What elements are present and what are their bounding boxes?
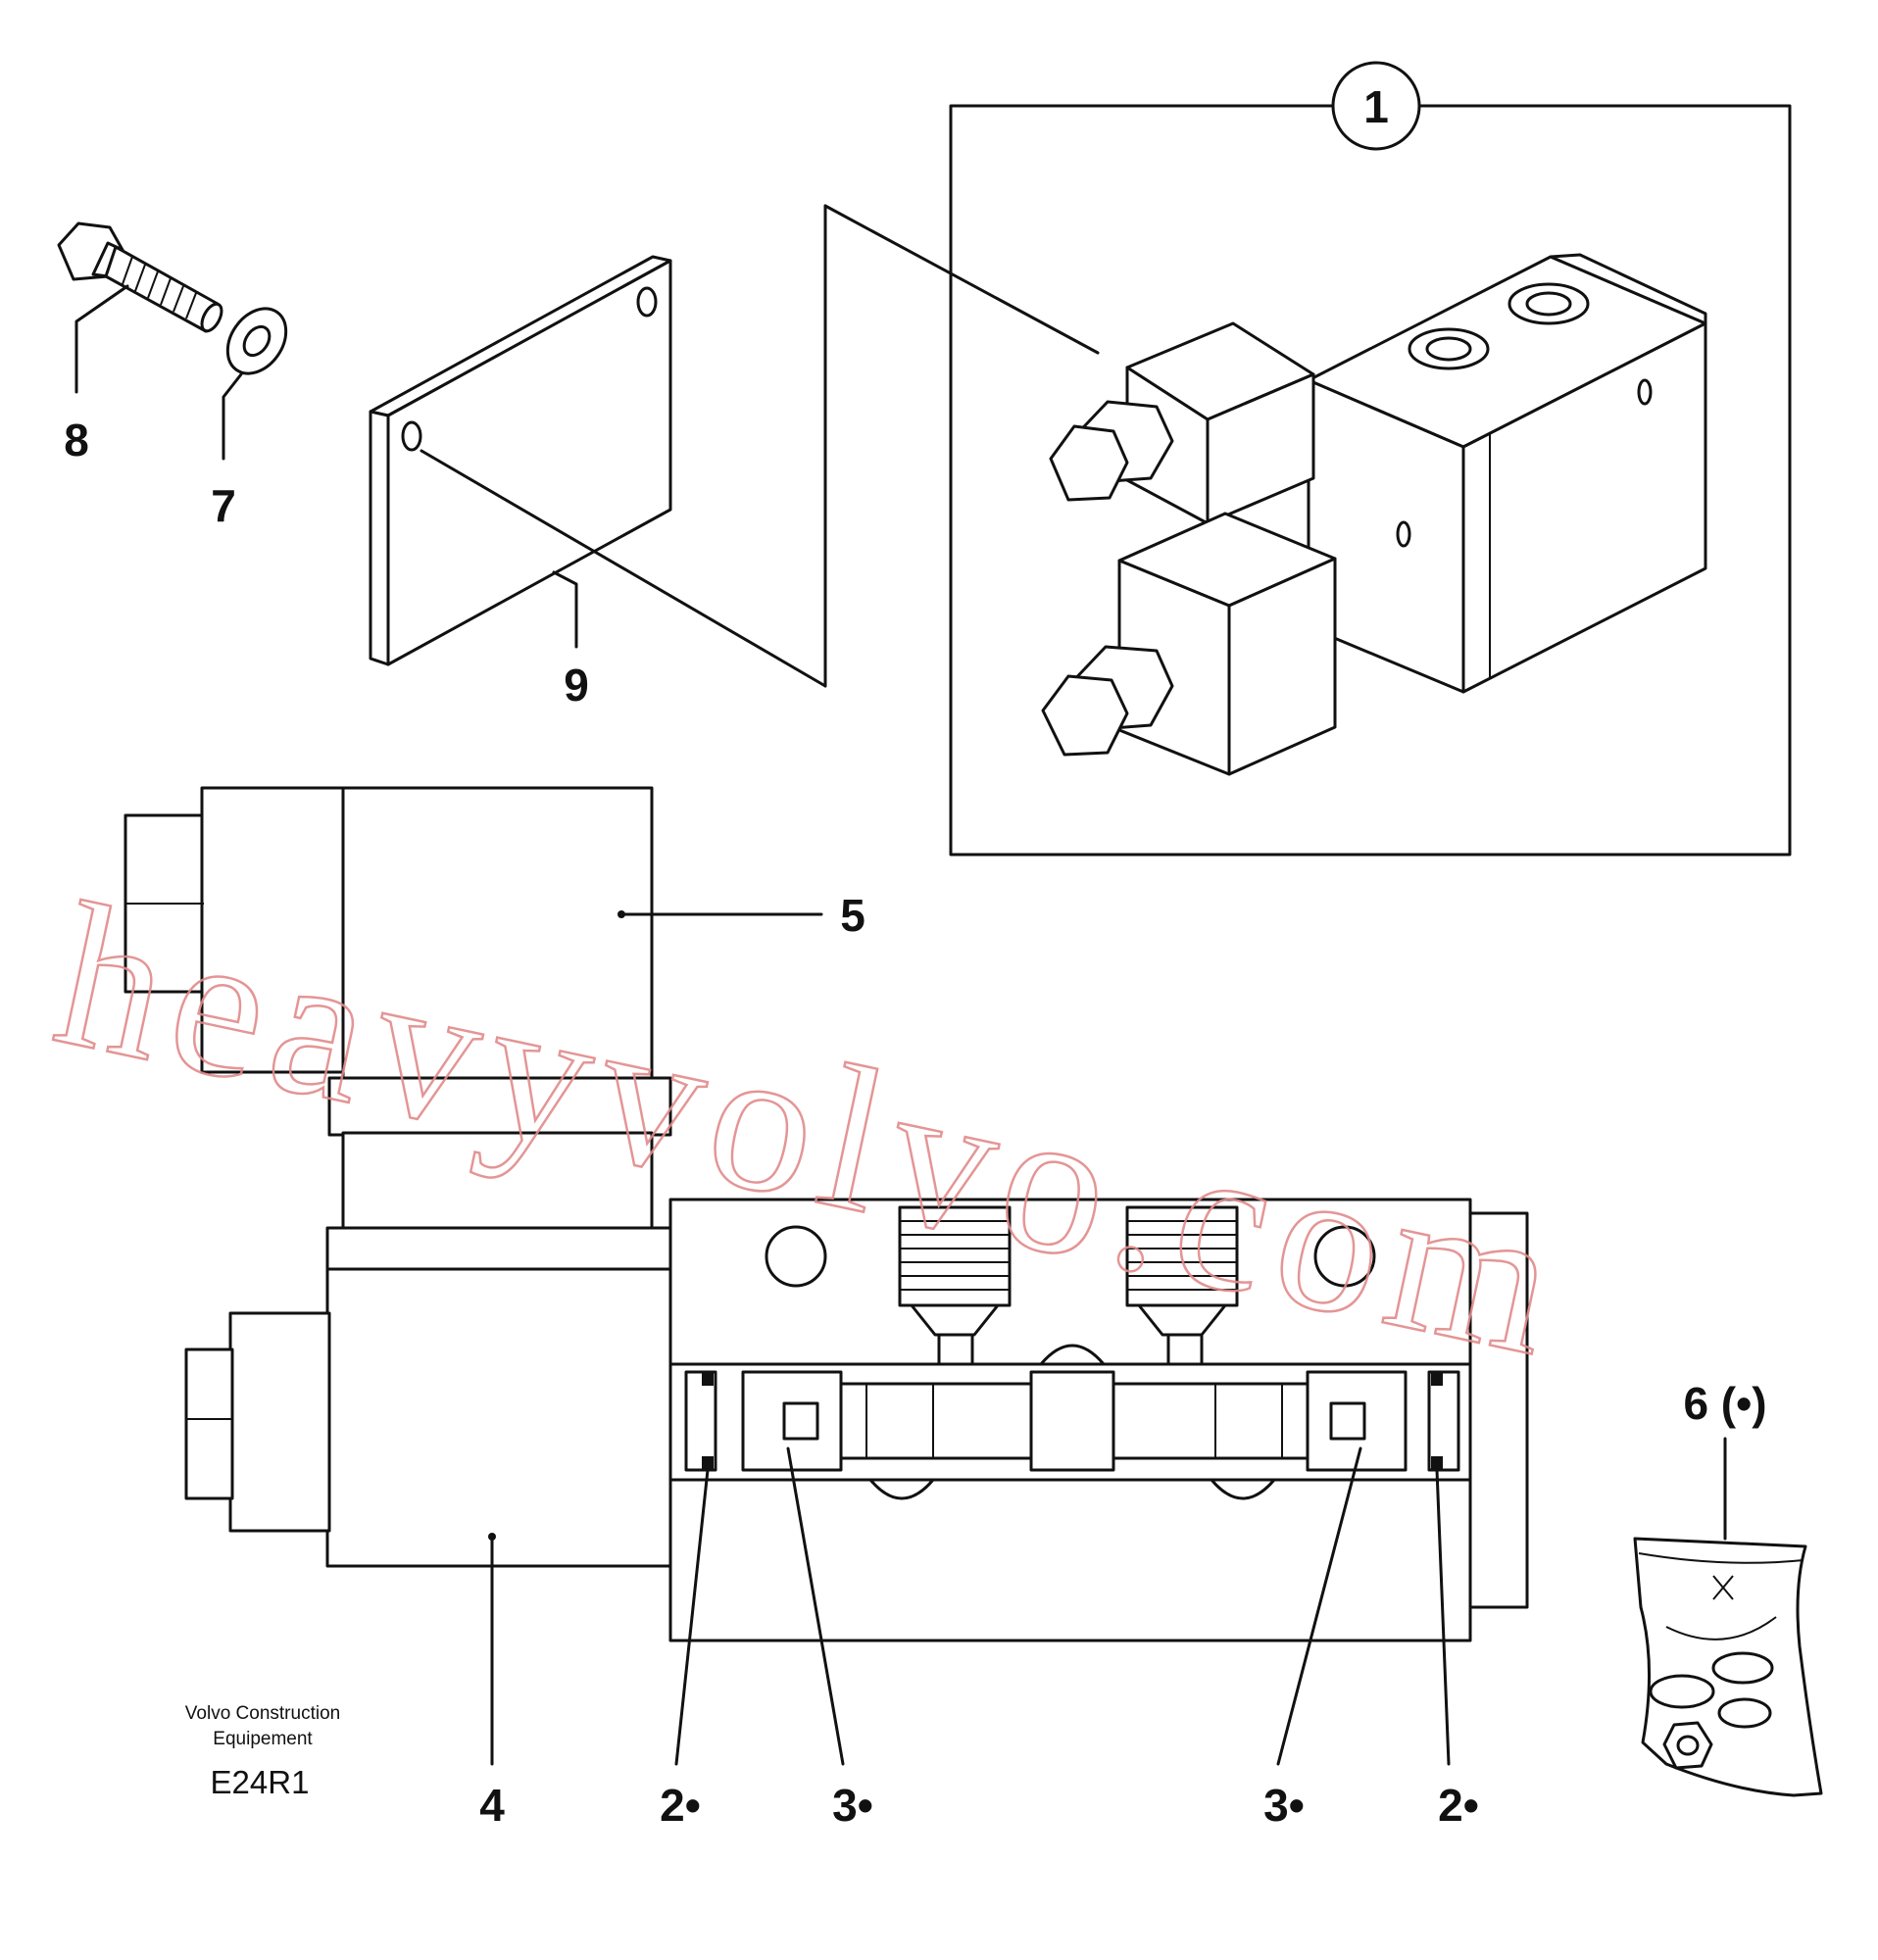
solenoid-part (184, 1226, 672, 1766)
callout-label-2-left: 2• (660, 1780, 701, 1831)
seal-kit-bag-part (1633, 1437, 1823, 1797)
callout-label-5: 5 (840, 890, 865, 941)
callout-label-3-left: 3• (832, 1780, 873, 1831)
callout-label-7: 7 (211, 480, 236, 531)
drawing-code: E24R1 (211, 1764, 310, 1800)
callout-label-1: 1 (1363, 81, 1389, 132)
company-name-line2: Equipement (213, 1729, 313, 1749)
washer-part (222, 307, 288, 461)
callout-label-4: 4 (479, 1780, 505, 1831)
solenoid-valve-assembly (949, 61, 1792, 857)
callout-circle-1 (1331, 61, 1421, 151)
callout-label-3-right: 3• (1263, 1780, 1305, 1831)
cover-plate-part (369, 204, 1100, 688)
callout-label-9: 9 (564, 660, 589, 710)
coil-part (124, 786, 823, 1233)
valve-housing-part (668, 1198, 1529, 1642)
callout-label-2-right: 2• (1438, 1780, 1479, 1831)
bolt-part (57, 221, 223, 394)
seal-leader-lines (674, 1446, 1451, 1766)
company-name-line1: Volvo Construction (185, 1703, 340, 1724)
callout-label-6: 6 (•) (1683, 1378, 1766, 1429)
callout-label-8: 8 (64, 415, 89, 466)
